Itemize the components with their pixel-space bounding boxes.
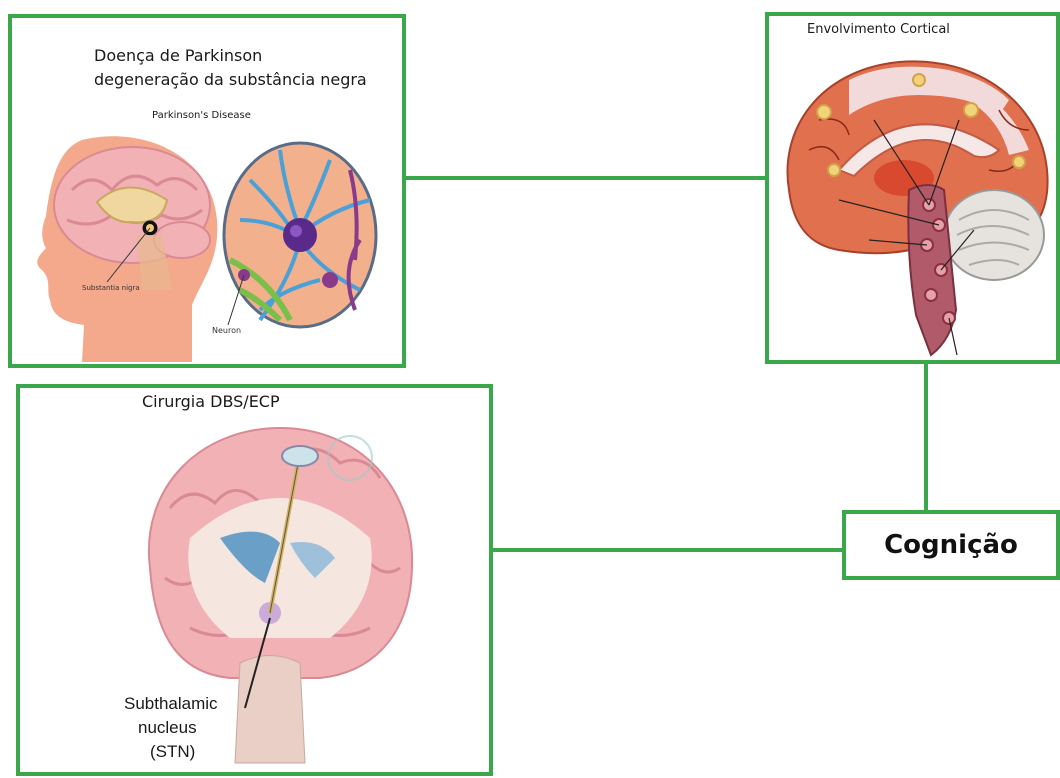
- cognition-label: Cognição: [884, 530, 1018, 560]
- neuron-illustration: [220, 140, 380, 330]
- stn-label-line1: Subthalamic: [124, 694, 218, 714]
- substantia-nigra-label: Substantia nigra: [82, 284, 140, 292]
- cortical-panel: Envolvimento Cortical: [765, 12, 1060, 364]
- dbs-title: Cirurgia DBS/ECP: [142, 392, 280, 411]
- connector-dbs-cognition: [490, 548, 844, 552]
- cortical-title: Envolvimento Cortical: [807, 22, 950, 37]
- sagittal-brain-illustration: [779, 50, 1057, 360]
- parkinson-image-title: Parkinson's Disease: [152, 110, 251, 121]
- head-brain-illustration: Substantia nigra: [22, 130, 232, 362]
- connector-cortical-cognition: [924, 362, 928, 512]
- cognition-panel: Cognição: [842, 510, 1060, 580]
- neuron-label: Neuron: [212, 326, 241, 335]
- parkinson-panel: Doença de Parkinson degeneração da subst…: [8, 14, 406, 368]
- dbs-panel: Cirurgia DBS/ECP Subthalamic nucleus (ST…: [16, 384, 493, 776]
- connector-parkinson-cortical: [402, 176, 768, 180]
- parkinson-title-line1: Doença de Parkinson: [94, 46, 262, 65]
- stn-label-line3: (STN): [150, 742, 195, 762]
- stn-label-line2: nucleus: [138, 718, 197, 738]
- parkinson-title-line2: degeneração da substância negra: [94, 70, 367, 89]
